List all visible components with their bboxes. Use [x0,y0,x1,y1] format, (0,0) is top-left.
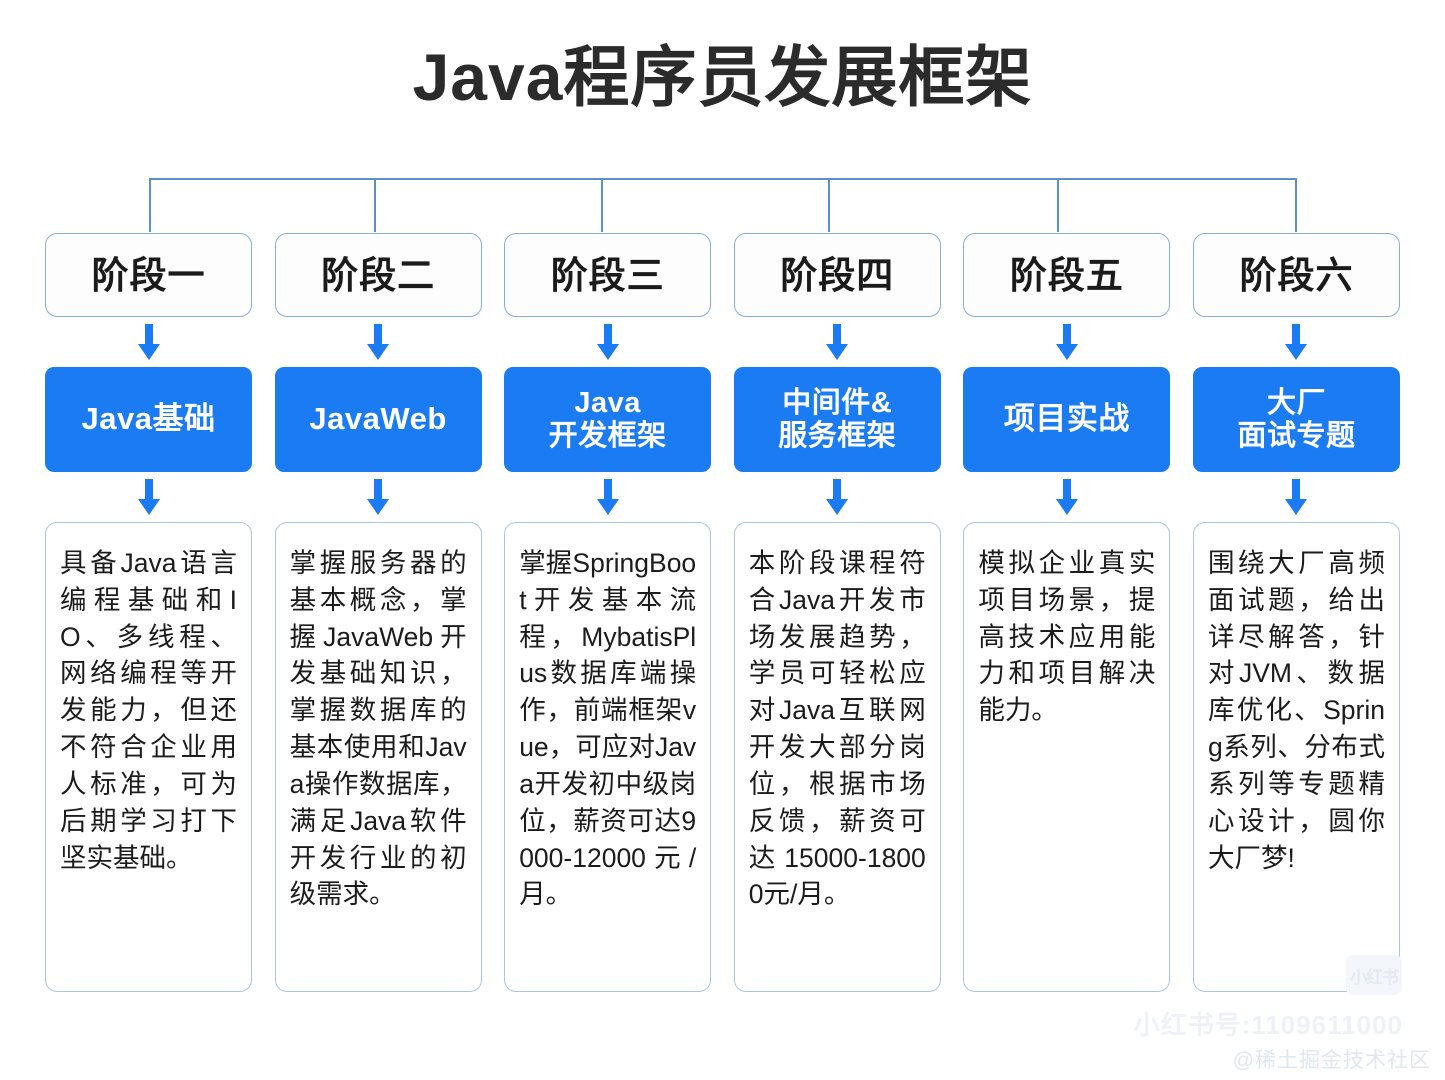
stage-columns: 阶段一 Java基础 具备Java语言编程基础和IO、多线程、网络编程等开发能力… [45,233,1400,1008]
arrow-down-icon [1281,317,1311,367]
xiaohongshu-id-watermark: 小红书号:1109611000 [1133,1010,1403,1040]
topic-card-label: JavaWeb [309,401,447,437]
description-card-3: 掌握SpringBoot开发基本流程，MybatisPlus数据库端操作，前端框… [504,522,712,992]
arrow-down-icon [1281,472,1311,522]
description-text: 模拟企业真实项目场景，提高技术应用能力和项目解决能力。 [978,548,1156,726]
description-card-2: 掌握服务器的基本概念，掌握JavaWeb开发基础知识，掌握数据库的基本使用和Ja… [274,522,482,992]
description-text: 掌握服务器的基本概念，掌握JavaWeb开发基础知识，掌握数据库的基本使用和Ja… [289,548,467,910]
stage-header-5[interactable]: 阶段五 [963,233,1171,317]
xiaohongshu-logo-watermark: 小红书 [1346,955,1402,995]
topic-card-label: 中间件& 服务框架 [778,387,897,452]
description-card-4: 本阶段课程符合Java开发市场发展趋势，学员可轻松应对Java互联网开发大部分岗… [733,522,941,992]
topic-card-2[interactable]: JavaWeb [274,367,482,472]
stage-header-label: 阶段三 [550,254,665,296]
description-card-5: 模拟企业真实项目场景，提高技术应用能力和项目解决能力。 [963,522,1171,992]
arrow-down-icon [363,317,393,367]
stage-header-3[interactable]: 阶段三 [504,233,712,317]
topic-card-label: 项目实战 [1003,401,1130,437]
topic-card-6[interactable]: 大厂 面试专题 [1192,367,1400,472]
stage-header-2[interactable]: 阶段二 [274,233,482,317]
arrow-down-icon [134,472,164,522]
arrow-down-icon [363,472,393,522]
stage-column-4: 阶段四 中间件& 服务框架 本阶段课程符合Java开发市场发展趋势，学员可轻松应… [733,233,941,1008]
stage-header-label: 阶段四 [780,254,895,296]
stage-column-1: 阶段一 Java基础 具备Java语言编程基础和IO、多线程、网络编程等开发能力… [45,233,252,1008]
arrow-down-icon [822,317,852,367]
stage-column-3: 阶段三 Java 开发框架 掌握SpringBoot开发基本流程，Mybatis… [504,233,712,1008]
stage-header-label: 阶段五 [1009,254,1124,296]
topic-card-4[interactable]: 中间件& 服务框架 [733,367,941,472]
stage-header-label: 阶段一 [91,254,206,296]
arrow-down-icon [1052,472,1082,522]
stage-column-5: 阶段五 项目实战 模拟企业真实项目场景，提高技术应用能力和项目解决能力。 [963,233,1171,1008]
stage-header-6[interactable]: 阶段六 [1192,233,1400,317]
site-watermark: @稀土掘金技术社区 [1232,1049,1431,1072]
stage-header-label: 阶段二 [321,254,436,296]
arrow-down-icon [593,472,623,522]
topic-card-3[interactable]: Java 开发框架 [504,367,712,472]
stage-header-label: 阶段六 [1239,254,1354,296]
arrow-down-icon [134,317,164,367]
bracket-connector [148,177,1298,232]
topic-card-1[interactable]: Java基础 [45,367,252,472]
description-text: 掌握SpringBoot开发基本流程，MybatisPlus数据库端操作，前端框… [519,548,697,910]
topic-card-label: 大厂 面试专题 [1237,387,1356,452]
page-title: Java程序员发展框架 [412,40,1033,114]
topic-card-label: Java 开发框架 [548,387,667,452]
description-card-1: 具备Java语言编程基础和IO、多线程、网络编程等开发能力，但还不符合企业用人标… [45,522,252,992]
topic-card-label: Java基础 [81,401,216,437]
stage-header-4[interactable]: 阶段四 [733,233,941,317]
stage-header-1[interactable]: 阶段一 [45,233,252,317]
stage-column-6: 阶段六 大厂 面试专题 围绕大厂高频面试题，给出详尽解答，针对JVM、数据库优化… [1192,233,1400,1008]
description-card-6: 围绕大厂高频面试题，给出详尽解答，针对JVM、数据库优化、Spring系列、分布… [1192,522,1400,992]
arrow-down-icon [593,317,623,367]
topic-card-5[interactable]: 项目实战 [963,367,1171,472]
description-text: 围绕大厂高频面试题，给出详尽解答，针对JVM、数据库优化、Spring系列、分布… [1207,548,1385,873]
description-text: 具备Java语言编程基础和IO、多线程、网络编程等开发能力，但还不符合企业用人标… [60,548,237,873]
arrow-down-icon [822,472,852,522]
arrow-down-icon [1052,317,1082,367]
description-text: 本阶段课程符合Java开发市场发展趋势，学员可轻松应对Java互联网开发大部分岗… [748,548,926,910]
stage-column-2: 阶段二 JavaWeb 掌握服务器的基本概念，掌握JavaWeb开发基础知识，掌… [274,233,482,1008]
